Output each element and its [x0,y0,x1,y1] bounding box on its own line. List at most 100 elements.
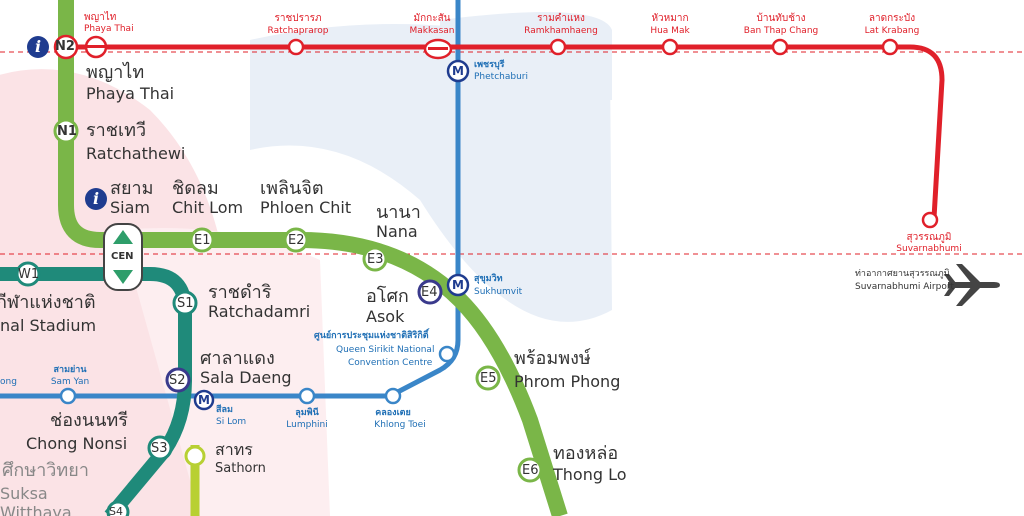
cen-arrow-down [113,270,133,284]
mrt-label-en-qsncc-1: Queen Sirikit National [336,345,435,355]
code-s4: S4 [109,505,123,516]
station-e2 [283,227,309,253]
info-badge-siam: i [85,188,107,210]
station-s2 [165,367,191,393]
label-en-phaya-thai: Phaya Thai [86,84,175,103]
station-e6 [517,457,543,483]
label-en-siam: Siam [110,198,150,217]
mrt-label-thai-sukhumvit: สุขุมวิท [474,274,503,284]
label-thai-suksa-witthaya: ศึกษาวิทยา [2,460,89,481]
code-e4: E4 [421,285,438,300]
code-s2: S2 [169,373,186,388]
label-thai-ratchadamri: ราชดำริ [208,282,272,303]
station-s3 [147,435,173,461]
arl-makkasan-mark [428,47,448,50]
mrt-phetchaburi [446,59,470,83]
mrt-label-en-qsncc-2: Convention Centre [348,358,433,368]
station-e4 [417,279,443,305]
mrt-sukhumvit [446,273,470,297]
code-e5: E5 [480,371,497,386]
arl-label-en-ban-thap-chang: Ban Thap Chang [743,26,819,36]
label-thai-chong-nonsi: ช่องนนทรี [50,410,128,431]
bg-blue-shape-2 [440,12,612,100]
sukhumvit-stations [53,118,543,483]
arl-stations [287,38,939,229]
station-e3 [362,246,388,272]
silom-line [0,267,192,516]
arl-label-thai-hua-mak: หัวหมาก [651,13,689,24]
code-n2: N2 [55,39,75,54]
arl-label-thai-ban-thap-chang: บ้านทับช้าง [756,13,806,24]
label-thai-sathorn: สาทร [215,440,253,459]
label-thai-siam: สยาม [110,178,154,199]
arl-label-thai-ramkhamhaeng: รามคำแหง [537,13,585,24]
label-en-nana: Nana [376,222,418,241]
label-thai-asok: อโศก [366,286,409,307]
mrt-si-lom [193,389,215,411]
bg-pink-shape-2 [120,228,330,516]
code-e1: E1 [194,233,211,248]
mrt-symbol-sukhumvit: M [452,278,464,292]
code-e2: E2 [288,233,305,248]
code-e6: E6 [522,463,539,478]
label-en-chit-lom: Chit Lom [172,198,244,217]
label-en-sathorn: Sathorn [215,461,266,476]
mrt-label-en-lumphini: Lumphini [286,420,328,430]
mrt-label-en-khlong-toei: Khlong Toei [374,420,426,430]
label-thai-sala-daeng: ศาลาแดง [200,348,275,369]
sukhumvit-line [58,0,568,516]
arl-label-en-makkasan: Makkasan [409,26,455,36]
station-e5 [475,365,501,391]
arl-label-thai-makkasan: มักกะสัน [413,13,451,24]
code-cen: CEN [111,251,134,262]
label-thai-chit-lom: ชิดลม [172,178,219,199]
mrt-label-en-phetchaburi: Phetchaburi [474,72,528,82]
label-thai-ratchathewi: ราชเทวี [86,120,147,141]
label-en-chong-nonsi: Chong Nonsi [26,434,128,453]
mrt-label-thai-khlong-toei: คลองเตย [375,408,411,418]
code-s3: S3 [151,441,168,456]
arl-label-thai-suvarnabhumi: สุวรรณภูมิ [906,232,952,243]
mrt-label-en-si-lom: Si Lom [216,417,247,427]
mrt-sam-yan [59,387,77,405]
mrt-label-en-sam-yan: Sam Yan [50,377,90,387]
airplane-icon [944,264,1000,306]
mrt-lumphini [298,387,316,405]
arl-label-thai-lat-krabang: ลาดกระบัง [868,13,916,24]
phaya-thai-arl-mark [87,45,105,48]
mrt-stations [59,59,470,411]
mrt-qsncc [438,345,456,363]
code-e3: E3 [367,252,384,267]
airport-link-line [66,44,945,219]
mrt-symbol-si-lom: M [198,393,210,407]
label-en-sala-daeng: Sala Daeng [200,368,292,387]
arl-station-ratchaprarop [287,38,305,56]
code-n1: N1 [57,124,77,139]
label-en-ratchathewi: Ratchathewi [86,144,186,163]
label-en-suksa-witthaya: Suksa Witthaya [0,484,72,516]
cen-station-box [103,223,143,291]
arl-station-lat-krabang [881,38,899,56]
cen-arrow-up [113,230,133,244]
info-badge-phaya-thai: i [27,36,49,58]
mrt-symbol-phetchaburi: M [452,64,464,78]
arl-label-en-lat-krabang: Lat Krabang [864,26,920,36]
mrt-khlong-toei [384,387,402,405]
arl-label-en-phaya-thai: Phaya Thai [84,24,134,34]
arl-station-ban-thap-chang [771,38,789,56]
code-s1: S1 [177,296,194,311]
label-thai-phloen-chit: เพลินจิต [260,178,324,199]
label-en-asok: Asok [366,307,405,326]
label-thai-phrom-phong: พร้อมพงษ์ [514,348,591,369]
station-e1 [189,227,215,253]
station-n1 [53,118,79,144]
station-s4 [106,500,130,516]
code-w1: W1 [18,267,40,282]
mrt-label-thai-phetchaburi: เพชรบุรี [474,60,505,70]
mrt-label-thai-lumphini: ลุมพินี [295,408,319,418]
arl-label-en-ramkhamhaeng: Ramkhamhaeng [524,26,598,36]
mrt-label-thai-sam-yan: สามย่าน [53,365,87,375]
airport-label-en: Suvarnabhumi Airport [855,282,955,292]
station-s1 [172,290,198,316]
